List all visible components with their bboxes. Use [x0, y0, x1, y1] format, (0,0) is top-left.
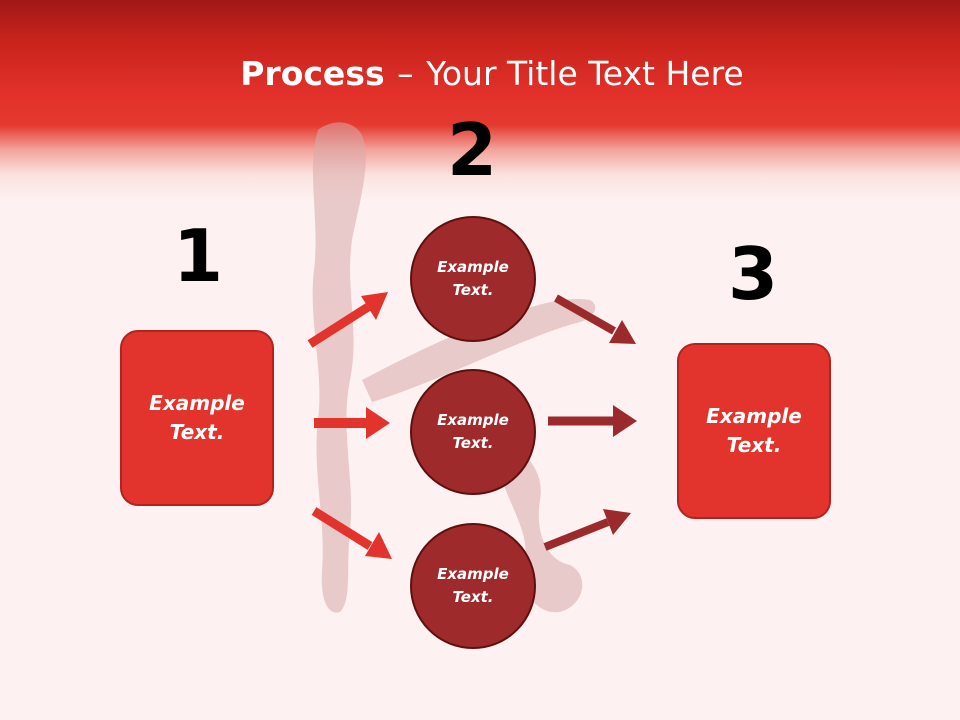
title-separator: –	[397, 54, 414, 93]
arrow-left-to-bottom	[311, 507, 392, 559]
title-rest: Your Title Text Here	[426, 54, 744, 93]
header-band	[0, 0, 960, 200]
left-example-box: Example Text.	[120, 330, 274, 506]
step-number-3: 3	[727, 232, 779, 316]
arrow-left-to-top	[307, 292, 388, 348]
title-bold: Process	[240, 54, 385, 93]
arrow-middle-to-right	[548, 405, 637, 437]
arrow-bottom-to-right	[543, 509, 631, 551]
bottom-example-circle: Example Text.	[410, 523, 536, 649]
arrow-left-to-middle	[314, 407, 390, 439]
middle-example-circle: Example Text.	[410, 369, 536, 495]
slide-title: Process – Your Title Text Here	[0, 52, 960, 96]
right-example-box: Example Text.	[677, 343, 831, 519]
top-example-circle: Example Text.	[410, 216, 536, 342]
arrow-top-to-right	[554, 294, 636, 344]
step-number-1: 1	[172, 214, 224, 298]
step-number-2: 2	[446, 108, 498, 192]
